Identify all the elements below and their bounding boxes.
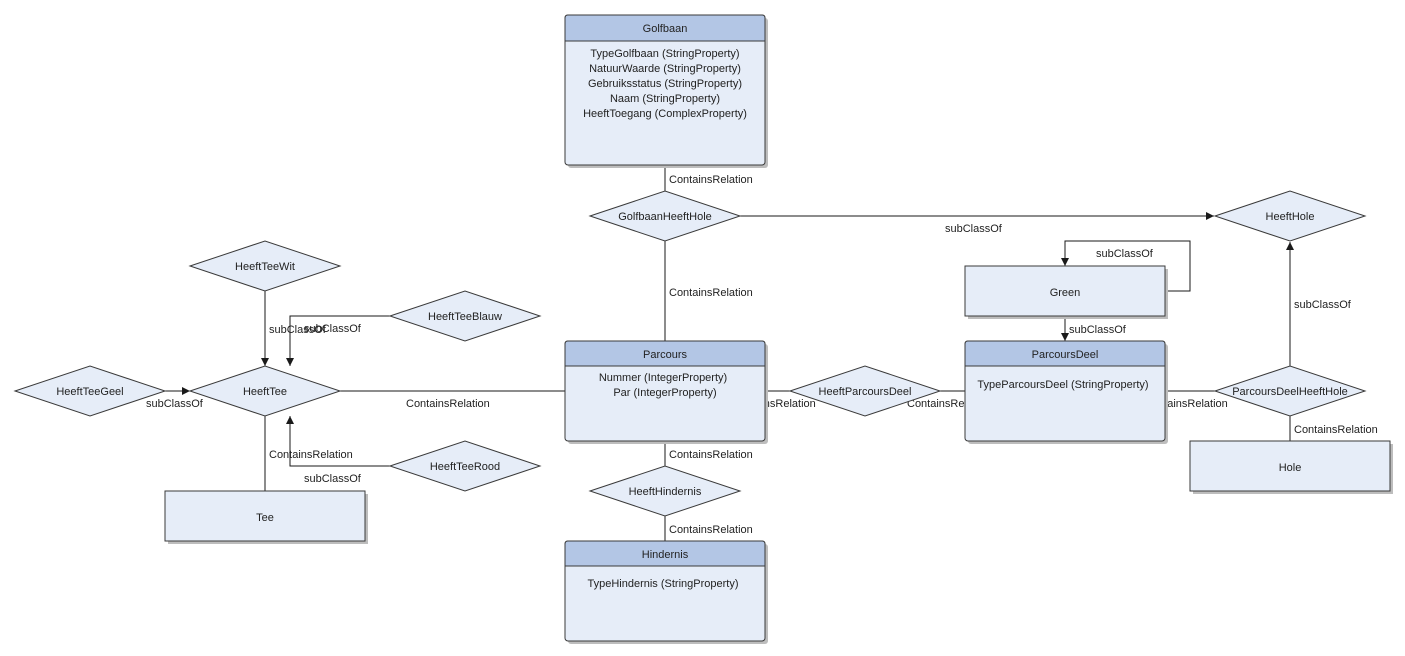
entity-hindernis[interactable]: Hindernis TypeHindernis (StringProperty) (564, 540, 768, 644)
label-heeftteerood-subclassof: subClassOf (304, 473, 362, 485)
relation-heefthindernis[interactable]: HeeftHindernis (588, 465, 742, 517)
entity-green[interactable]: Green (964, 265, 1168, 319)
label-heefttee-tee-contains: ContainsRelation (269, 449, 353, 461)
relation-heeftteewit[interactable]: HeeftTeeWit (188, 240, 342, 292)
label-golfbaanheefthole-subclassof: subClassOf (945, 223, 1003, 235)
label-heeftteewit-subclassof: subClassOf (269, 324, 327, 336)
edge-labels: ContainsRelation ContainsRelation subCla… (146, 174, 1378, 536)
entity-property: HeeftToegang (ComplexProperty) (583, 108, 747, 120)
relation-label: HeeftTeeRood (430, 461, 500, 473)
entity-property: TypeParcoursDeel (StringProperty) (977, 379, 1148, 391)
label-heeftteeblauw-subclassof: subClassOf (304, 323, 362, 335)
relation-heeftteegeel[interactable]: HeeftTeeGeel (13, 365, 167, 417)
entity-property: TypeHindernis (StringProperty) (587, 578, 738, 590)
entity-property: Par (IntegerProperty) (613, 387, 716, 399)
label-parcoursdeelheefthole-hole-contains: ContainsRelation (1294, 424, 1378, 436)
entity-hole[interactable]: Hole (1189, 440, 1393, 494)
entity-tee[interactable]: Tee (164, 490, 368, 544)
entity-golfbaan[interactable]: Golfbaan TypeGolfbaan (StringProperty) N… (564, 14, 768, 168)
label-green-parcoursdeel-subclassof: subClassOf (1069, 324, 1127, 336)
edge-heeftteerood-heefttee (286, 416, 390, 467)
relation-heeftparcoursdeel[interactable]: HeeftParcoursDeel (788, 365, 942, 417)
edge-green-self-loop (1061, 240, 1191, 292)
label-heefthindernis-hindernis-contains: ContainsRelation (669, 524, 753, 536)
relation-label: HeeftHole (1266, 211, 1315, 223)
relation-golfbaanheefthole[interactable]: GolfbaanHeeftHole (588, 190, 742, 242)
relation-label: ParcoursDeelHeeftHole (1232, 386, 1348, 398)
label-parcours-heefthindernis-contains: ContainsRelation (669, 449, 753, 461)
label-heeftteegeel-subclassof: subClassOf (146, 398, 204, 410)
relation-parcoursdeelheefthole[interactable]: ParcoursDeelHeeftHole (1213, 365, 1367, 417)
entity-title: Tee (256, 512, 274, 524)
entity-property: NatuurWaarde (StringProperty) (589, 63, 741, 75)
entity-property: Naam (StringProperty) (610, 93, 720, 105)
relation-label: HeeftTee (243, 386, 287, 398)
relation-heefthole[interactable]: HeeftHole (1213, 190, 1367, 242)
relation-label: HeeftParcoursDeel (819, 386, 912, 398)
edge-heeftteeblauw-heefttee (286, 315, 390, 366)
entity-title: Green (1050, 287, 1081, 299)
entity-parcours[interactable]: Parcours Nummer (IntegerProperty) Par (I… (564, 340, 768, 444)
relation-label: HeeftTeeBlauw (428, 311, 502, 323)
entity-title: Golfbaan (643, 23, 688, 35)
entity-property: Gebruiksstatus (StringProperty) (588, 78, 742, 90)
relation-heeftteerood[interactable]: HeeftTeeRood (388, 440, 542, 492)
relation-heefttee[interactable]: HeeftTee (188, 365, 342, 417)
entity-title: Parcours (643, 349, 688, 361)
entity-title: ParcoursDeel (1032, 349, 1099, 361)
relation-label: HeeftTeeGeel (56, 386, 123, 398)
entity-property: Nummer (IntegerProperty) (599, 372, 727, 384)
label-green-self-subclassof: subClassOf (1096, 248, 1154, 260)
relation-heeftteeblauw[interactable]: HeeftTeeBlauw (388, 290, 542, 342)
label-heefttee-parcours-contains: ContainsRelation (406, 398, 490, 410)
label-golfbaan-contains: ContainsRelation (669, 174, 753, 186)
relation-label: HeeftTeeWit (235, 261, 295, 273)
edges (165, 166, 1294, 541)
relation-label: HeeftHindernis (629, 486, 702, 498)
label-hole-subclassof: subClassOf (1294, 299, 1352, 311)
entity-parcoursdeel[interactable]: ParcoursDeel TypeParcoursDeel (StringPro… (964, 340, 1168, 444)
entity-title: Hole (1279, 462, 1302, 474)
entity-property: TypeGolfbaan (StringProperty) (590, 48, 739, 60)
relation-label: GolfbaanHeeftHole (618, 211, 712, 223)
label-parcours-contains-top: ContainsRelation (669, 287, 753, 299)
entity-title: Hindernis (642, 549, 689, 561)
